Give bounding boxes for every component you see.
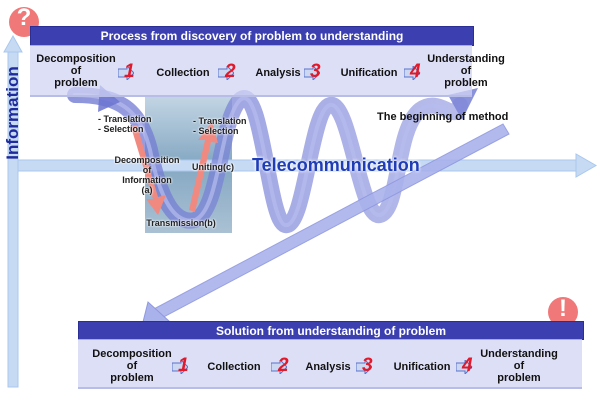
bottom-arrow-2-icon <box>270 358 288 376</box>
top-arrow-2-icon <box>217 64 235 82</box>
top-process-panel: Process from discovery of problem to und… <box>30 26 474 97</box>
bottom-panel-body <box>78 339 582 389</box>
bottom-number-3: 3 <box>362 355 373 376</box>
bottom-number-4: 4 <box>462 355 473 376</box>
bottom-arrow-3-icon <box>355 358 373 376</box>
top-number-4: 4 <box>410 61 421 82</box>
bottom-step-understanding: Understanding of problem <box>480 348 558 384</box>
top-step-analysis: Analysis <box>255 67 301 79</box>
decomposition-arrow <box>131 125 166 215</box>
bottom-arrow-4-icon <box>455 358 473 376</box>
horizontal-axis <box>17 153 598 178</box>
top-number-3: 3 <box>310 61 321 82</box>
top-step-understanding: Understanding of problem <box>427 53 505 89</box>
bottom-step-collection: Collection <box>207 361 261 373</box>
information-axis-label: Information <box>3 66 22 160</box>
top-number-2: 2 <box>225 61 236 82</box>
bottom-panel-title: Solution from understanding of problem <box>78 321 584 340</box>
top-arrow-4-icon <box>403 64 421 82</box>
vertical-axis <box>3 34 23 388</box>
bottom-number-2: 2 <box>278 355 289 376</box>
exclamation-mark: ! <box>559 295 567 322</box>
left-translation-selection: - Translation - Selection <box>98 114 152 134</box>
bottom-number-1: 1 <box>178 355 189 376</box>
top-step-decomposition: Decomposition of problem <box>36 53 116 89</box>
bottom-step-decomposition: Decomposition of problem <box>92 348 172 384</box>
top-panel-title: Process from discovery of problem to und… <box>30 26 474 46</box>
top-arrow-3-icon <box>303 64 321 82</box>
transmission-label: Transmission(b) <box>146 218 216 228</box>
uniting-label: Uniting(c) <box>192 162 234 172</box>
beginning-of-method-label: The beginning of method <box>377 111 509 123</box>
exclamation-badge-icon <box>548 297 578 327</box>
question-mark: ? <box>16 4 32 31</box>
bottom-step-unification: Unification <box>393 361 451 373</box>
uniting-arrow <box>189 122 218 212</box>
bottom-arrow-1-icon <box>171 358 189 376</box>
bottom-solution-panel: Solution from understanding of problem <box>78 321 584 389</box>
top-arrow-1-icon <box>117 64 135 82</box>
telecommunication-label: Telecommunication <box>252 155 420 175</box>
top-number-1: 1 <box>124 61 135 82</box>
right-translation-selection: - Translation - Selection <box>193 116 247 136</box>
bottom-step-analysis: Analysis <box>305 361 351 373</box>
decomposition-of-information-label: Decomposition of Information (a) <box>114 155 180 195</box>
top-panel-body <box>30 45 472 97</box>
top-step-unification: Unification <box>340 67 398 79</box>
top-step-collection: Collection <box>156 67 210 79</box>
